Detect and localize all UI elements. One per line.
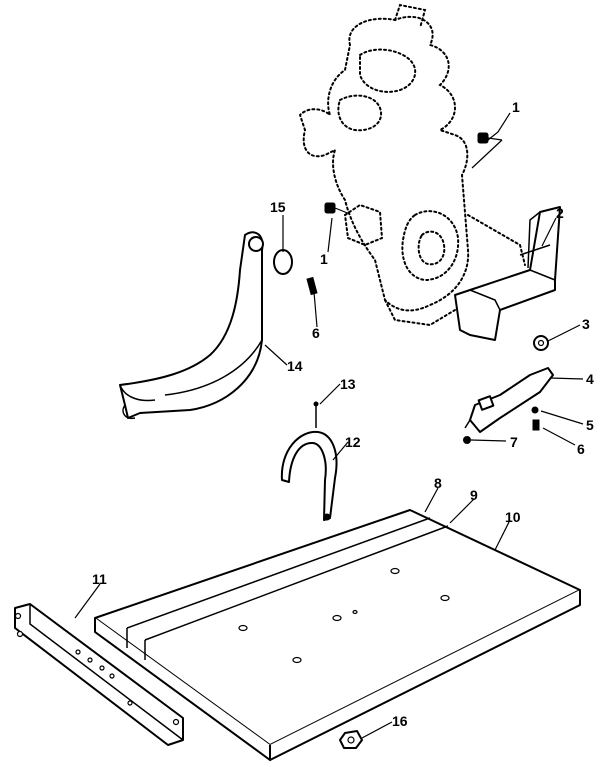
- part-6-screw-left: [306, 276, 318, 296]
- part-15-disc: [273, 249, 293, 275]
- callout-4: 4: [586, 371, 594, 387]
- callout-3: 3: [582, 316, 590, 332]
- callout-10: 10: [505, 509, 521, 525]
- part-5-washer: [531, 406, 539, 414]
- motor-assembly-phantom: [298, 3, 526, 327]
- callout-8: 8: [434, 475, 442, 491]
- part-7-nut: [463, 436, 471, 444]
- callout-14: 14: [287, 358, 303, 374]
- bolt-icon: [477, 132, 489, 144]
- callout-16: 16: [392, 713, 408, 729]
- callout-labels: 1 1 2 3 4 5 6 6 7 8 9 10 11 12 13 14 15 …: [92, 99, 594, 729]
- table-top: [94, 509, 581, 761]
- callout-11: 11: [92, 571, 107, 587]
- callout-12: 12: [345, 434, 361, 450]
- callout-15: 15: [270, 199, 286, 215]
- part-12-spreader: [280, 430, 338, 521]
- callout-2: 2: [556, 205, 564, 221]
- part-3-nut: [533, 335, 549, 351]
- part-1-bolts: [324, 132, 503, 215]
- callout-5: 5: [586, 417, 594, 433]
- bolt-icon: [324, 202, 336, 214]
- callout-9: 9: [470, 487, 478, 503]
- callout-6-left: 6: [312, 325, 320, 341]
- callout-1-left: 1: [320, 251, 328, 267]
- callout-6-right: 6: [577, 441, 585, 457]
- part-2-bracket: [454, 206, 561, 341]
- part-14-blade-guard: [119, 231, 264, 420]
- part-16-nut: [339, 730, 363, 749]
- part-6-screw-right: [532, 419, 540, 431]
- callout-13: 13: [340, 376, 356, 392]
- part-4-lock-bracket: [464, 367, 554, 433]
- leader-lines: [74, 112, 584, 739]
- callout-7: 7: [510, 434, 518, 450]
- callout-1-right: 1: [512, 99, 520, 115]
- part-11-front-rail: [14, 603, 184, 746]
